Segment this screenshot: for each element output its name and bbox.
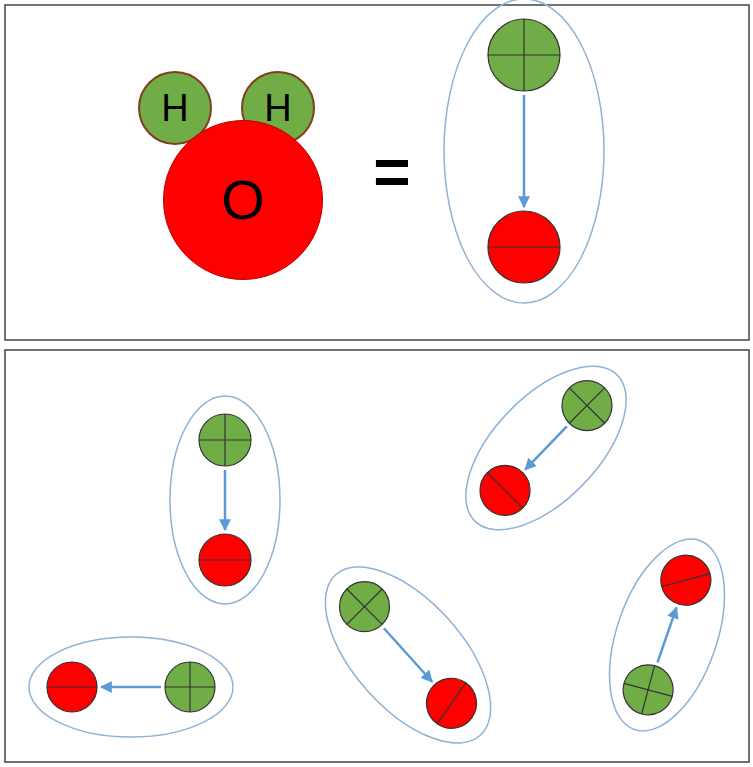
dipole-group	[29, 0, 747, 767]
dipole-outline	[438, 339, 655, 558]
positive-pole	[552, 370, 623, 441]
dipole-arrow	[101, 686, 161, 689]
dipole-arrow	[224, 470, 227, 530]
dipole-arrow	[523, 95, 526, 207]
dipole-outline	[296, 539, 521, 767]
oxygen-atom: O	[163, 120, 323, 280]
positive-pole	[488, 19, 560, 91]
dipole-arrow	[525, 426, 567, 469]
dipole	[170, 396, 280, 604]
positive-pole	[199, 414, 251, 466]
atom-symbol: O	[221, 172, 265, 228]
negative-pole	[199, 534, 251, 586]
positive-pole	[165, 662, 215, 712]
dipole	[296, 539, 521, 767]
dipole-outline	[444, 0, 604, 303]
dipole-arrow	[658, 608, 677, 663]
dipole	[587, 524, 747, 746]
equals-sign: =	[373, 140, 410, 204]
dipole-arrow	[384, 628, 432, 682]
dipole	[438, 339, 655, 558]
dipole-outline	[29, 637, 233, 737]
dipole-outline	[587, 524, 747, 746]
atom-symbol: H	[161, 89, 188, 127]
dipole	[444, 0, 604, 303]
negative-pole	[47, 662, 97, 712]
positive-pole	[617, 659, 678, 720]
negative-pole	[655, 550, 716, 611]
negative-pole	[488, 211, 560, 283]
negative-pole	[417, 668, 487, 738]
dipole	[29, 637, 233, 737]
atom-symbol: H	[264, 89, 291, 127]
negative-pole	[470, 455, 541, 526]
top-panel	[5, 5, 749, 340]
dipole-outline	[170, 396, 280, 604]
positive-pole	[329, 571, 400, 642]
